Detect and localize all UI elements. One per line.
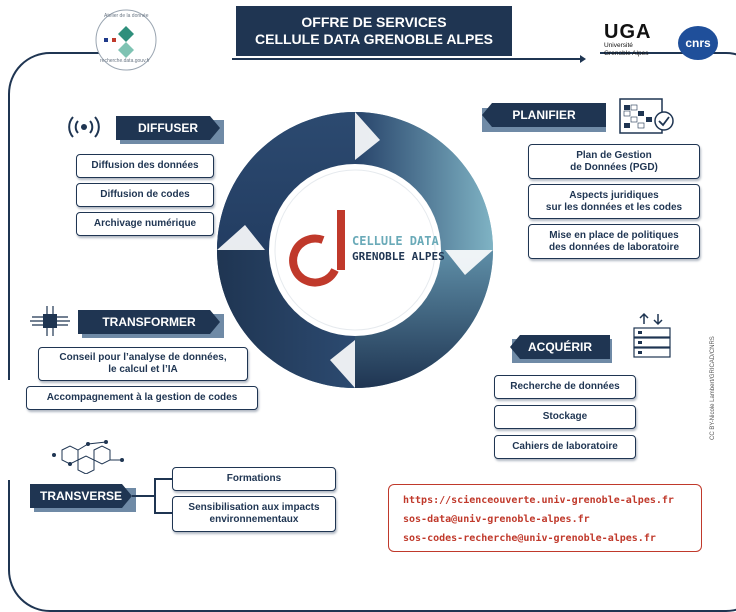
uga-line-2: Grenoble Alpes [604,50,649,57]
title-line-1: OFFRE DE SERVICES [301,14,447,30]
acquerir-item: Recherche de données [494,375,636,399]
badge-arc-bottom: recherche.data.gouv.fr [100,58,150,64]
diffuser-item: Archivage numérique [76,212,214,236]
planifier-item: Plan de Gestion de Données (PGD) [528,144,700,179]
diffuser-item: Diffusion de codes [76,183,214,207]
sos-codes-email-link[interactable]: sos-codes-recherche@univ-grenoble-alpes.… [403,533,656,544]
center-title-line-1: CELLULE DATA [352,234,439,248]
chip-icon [30,306,70,336]
planifier-item-line: sur les données et les codes [545,201,683,213]
planifier-item-line: Mise en place de politiques [549,229,679,241]
planifier-item-line: Aspects juridiques [569,189,659,201]
transformer-item: Accompagnement à la gestion de codes [26,386,258,410]
transverse-item-line: environnementaux [209,514,299,525]
acquerir-header: ACQUÉRIR [510,335,610,359]
transverse-item: Sensibilisation aux impacts environnemen… [172,496,336,532]
acquerir-item: Cahiers de laboratoire [494,435,636,459]
transverse-header: TRANSVERSE [30,484,132,508]
contact-links: https://scienceouverte.univ-grenoble-alp… [388,484,702,552]
website-link[interactable]: https://scienceouverte.univ-grenoble-alp… [403,495,674,506]
uga-line-1: Université [604,42,633,49]
title-line-2: CELLULE DATA GRENOBLE ALPES [255,31,493,47]
diffuser-header: DIFFUSER [116,116,220,140]
network-icon [52,440,124,474]
server-icon [633,312,671,358]
diffuser-item: Diffusion des données [76,154,214,178]
atelier-donnee-badge [95,9,157,71]
uga-logo-text: UGA [604,21,652,43]
cnrs-logo: cnrs [678,26,718,60]
calendar-icon [619,98,674,134]
transformer-item-line: le calcul et l’IA [108,364,178,375]
planifier-item-line: des données de laboratoire [548,241,680,253]
page-title: OFFRE DE SERVICES CELLULE DATA GRENOBLE … [236,6,512,56]
sos-data-email-link[interactable]: sos-data@univ-grenoble-alpes.fr [403,514,590,525]
title-underline [232,55,586,63]
transformer-header: TRANSFORMER [78,310,220,334]
transverse-item: Formations [172,467,336,491]
credit-text: CC BY-Nicole Lambert/GRICAD/CNRS [710,336,716,440]
badge-arc-top: Atelier de la donnée [104,13,149,19]
transverse-item-line: Sensibilisation aux impacts [188,502,320,513]
broadcast-icon [68,116,100,138]
transformer-item: Conseil pour l’analyse de données, le ca… [38,347,248,381]
planifier-item: Mise en place de politiques des données … [528,224,700,259]
transformer-item-line: Conseil pour l’analyse de données, [59,352,227,363]
acquerir-item: Stockage [494,405,636,429]
uga-logo: UGA Université Grenoble Alpes [604,22,664,58]
center-title-line-2: GRENOBLE ALPES [352,250,445,263]
planifier-item-line: Plan de Gestion [576,149,652,161]
planifier-header: PLANIFIER [482,103,606,127]
planifier-item-line: de Données (PGD) [570,161,658,173]
cycle-diagram [217,112,493,388]
planifier-item: Aspects juridiques sur les données et le… [528,184,700,219]
